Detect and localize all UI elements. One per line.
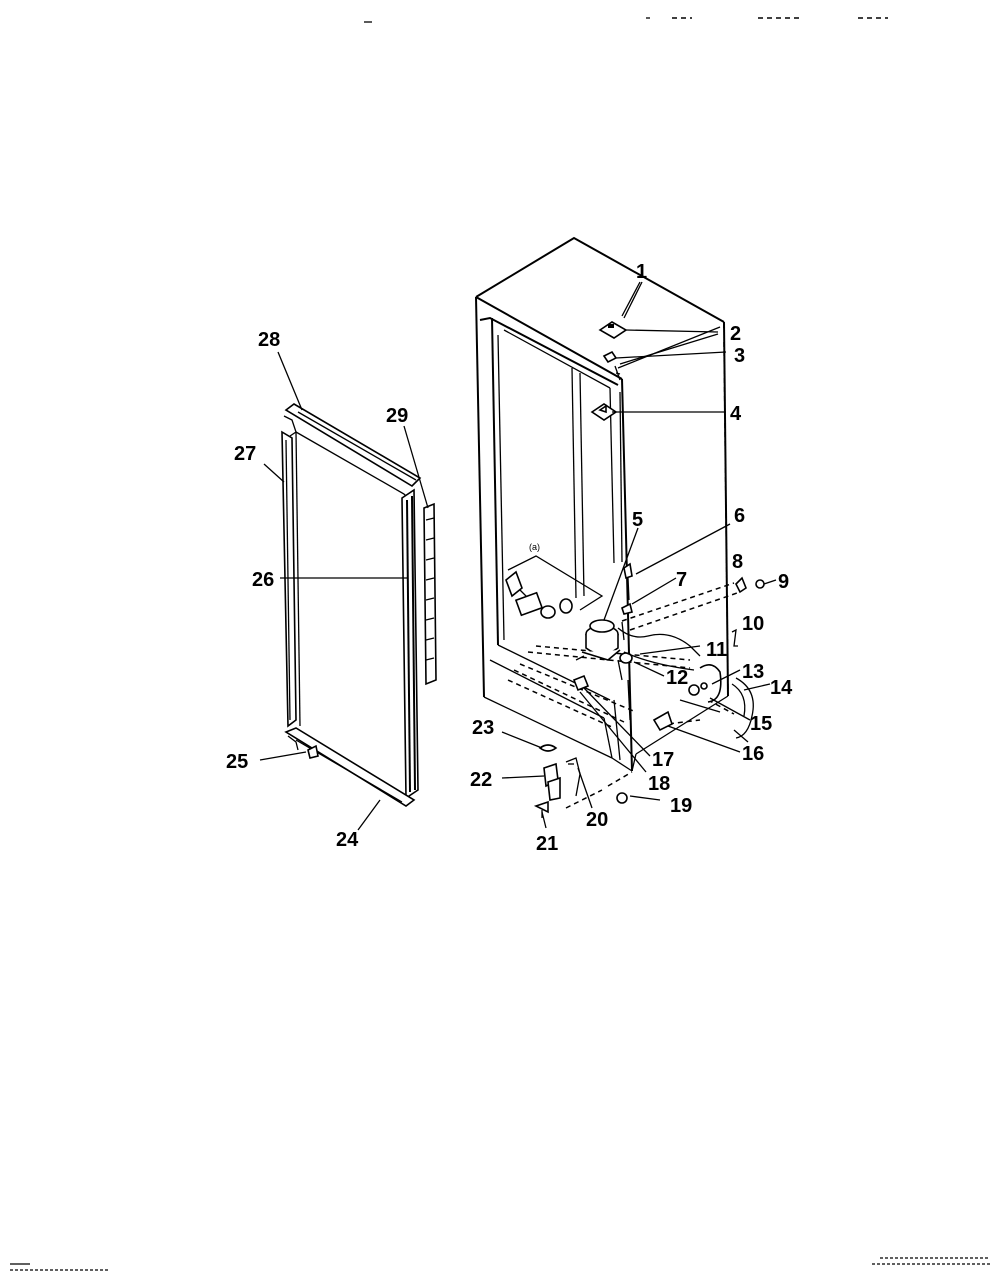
callout-26: 26: [252, 569, 274, 591]
leader-lines: [259, 281, 771, 831]
callout-29: 29: [386, 405, 408, 427]
callout-9: 9: [778, 571, 789, 593]
callout-16: 16: [742, 743, 764, 765]
control-components: (a): [505, 542, 777, 743]
callout-23: 23: [472, 717, 494, 739]
callout-19: 19: [670, 795, 692, 817]
callout-13: 13: [742, 661, 764, 683]
callout-6: 6: [734, 505, 745, 527]
callout-8: 8: [732, 551, 743, 573]
callout-10: 10: [742, 613, 764, 635]
callout-12: 12: [666, 667, 688, 689]
callout-2: 2: [730, 323, 741, 345]
callout-1: 1: [636, 261, 647, 283]
callout-27: 27: [234, 443, 256, 465]
magnet-strip-ticks: [425, 517, 435, 661]
base-parts: [533, 674, 628, 818]
footer-fine-print-marks: [10, 1257, 990, 1271]
callout-25: 25: [226, 751, 248, 773]
callout-3: 3: [734, 345, 745, 367]
scan-marks-top: [364, 17, 888, 23]
door-gasket-assembly: [281, 403, 437, 807]
refrigerator-cabinet: [475, 236, 741, 809]
callout-11: 11: [706, 639, 727, 661]
callout-17: 17: [652, 749, 674, 771]
inline-marker: (a): [529, 542, 540, 552]
callout-18: 18: [648, 773, 670, 795]
callout-5: 5: [632, 509, 643, 531]
callout-28: 28: [258, 329, 280, 351]
callout-7: 7: [676, 569, 687, 591]
callout-15: 15: [750, 713, 772, 735]
callout-20: 20: [586, 809, 608, 831]
callout-14: 14: [770, 677, 793, 699]
callout-labels: 1 2 3 4 5 6 7 8 9 10 11 12 13 14 15 16 1…: [226, 261, 793, 855]
callout-22: 22: [470, 769, 492, 791]
callout-24: 24: [336, 829, 359, 851]
callout-21: 21: [536, 833, 558, 855]
callout-4: 4: [730, 403, 742, 425]
